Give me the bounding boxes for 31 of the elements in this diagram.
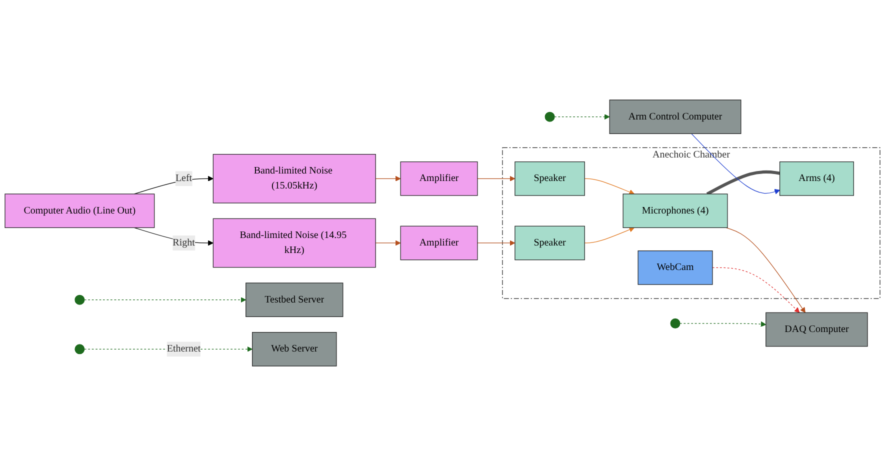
node-box: DAQ Computer (766, 312, 868, 347)
node-box: WebCam (638, 250, 713, 285)
arrow (375, 176, 401, 182)
arrow (375, 240, 401, 246)
arrow (680, 321, 766, 327)
arrow (712, 267, 800, 313)
arrow (691, 133, 780, 194)
edge-label: Ethernet (166, 344, 201, 354)
arrow (726, 227, 806, 313)
node-box: Arms (4) (779, 161, 854, 196)
arrow (477, 240, 516, 246)
node-box: Amplifier (400, 161, 478, 196)
edge-label: Right (172, 237, 195, 248)
node-box: Testbed Server (246, 282, 344, 318)
connector (706, 170, 780, 196)
arrow (134, 176, 214, 194)
arrow (477, 176, 516, 182)
node-box: Web Server (252, 332, 337, 366)
arrow (84, 297, 246, 303)
node-box: Speaker (514, 226, 585, 260)
node-box: Computer Audio (Line Out) (4, 194, 155, 228)
node-box: Band-limited Noise (15.05kHz) (212, 154, 376, 204)
node-box: Microphones (4) (622, 194, 728, 228)
node-box: Band-limited Noise (14.95 kHz) (212, 218, 376, 268)
node-box: Arm Control Computer (609, 100, 742, 134)
arrow (584, 178, 635, 195)
node-box: Speaker (514, 161, 585, 196)
arrow (584, 227, 635, 244)
node-box: Amplifier (400, 226, 478, 260)
edge-label: Left (175, 173, 192, 184)
arrow (554, 114, 610, 120)
